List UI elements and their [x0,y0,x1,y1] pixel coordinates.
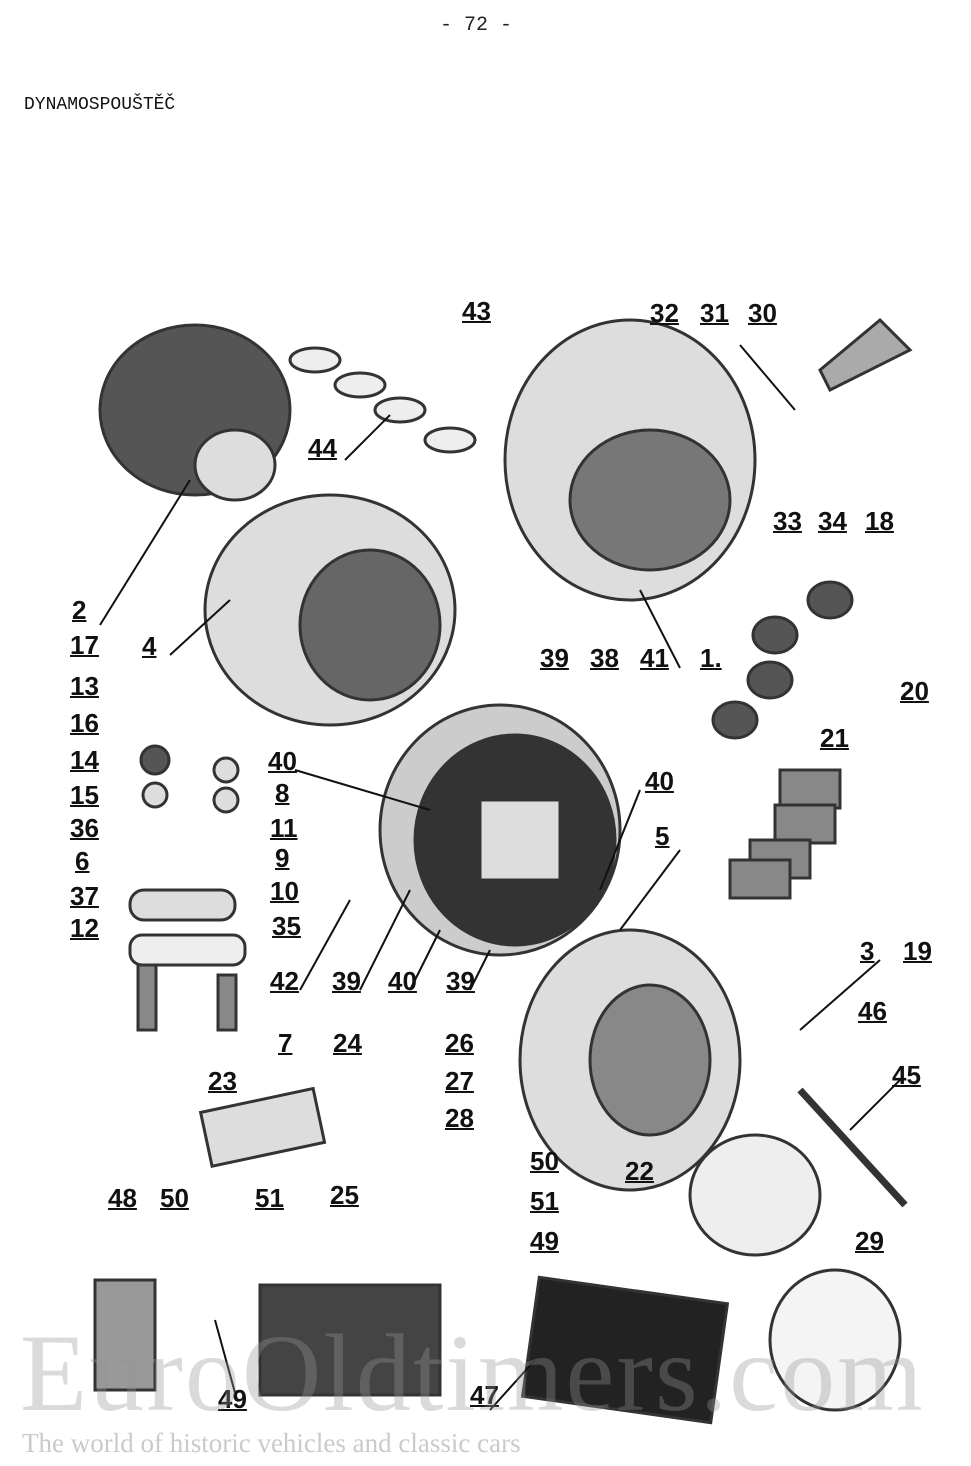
callout-label: 49 [530,1226,559,1256]
callout-label: 51 [255,1183,284,1213]
callout-label: 38 [590,643,619,673]
callout-label: 32 [650,298,679,328]
regulator-cover [520,1275,730,1425]
callout-label: 6 [75,846,90,876]
armature-end [193,428,277,502]
callout-label: 15 [70,780,99,810]
callout-label: 33 [773,506,802,536]
callout-label: 3 [860,936,875,966]
callout-label: 35 [272,911,301,941]
end-housing-1-inner [568,428,732,572]
callout-label: 27 [445,1066,474,1096]
callout-label: 11 [270,813,298,843]
callout-label: 12 [70,913,99,943]
callout-label: 9 [275,843,290,873]
callout-label: 40 [268,746,297,776]
callout-label: 4 [142,631,157,661]
cover-22 [688,1133,822,1257]
cover-29 [768,1268,902,1412]
callout-label: 50 [530,1146,559,1176]
end-housing-5-inner [588,983,712,1137]
callout-label: 21 [820,723,849,753]
callout-label: 42 [270,966,299,996]
callout-label: 44 [308,433,337,463]
capacitor [198,1086,327,1169]
callout-label: 40 [388,966,417,996]
callout-label: 36 [70,813,99,843]
callout-label: 23 [208,1066,237,1096]
callout-label: 41 [640,643,669,673]
callout-label: 50 [160,1183,189,1213]
callout-label: 16 [70,708,99,738]
insulator-37 [128,933,247,967]
screw-12 [136,963,158,1032]
callout-label: 29 [855,1226,884,1256]
callout-label: 22 [625,1156,654,1186]
bolt-45 [797,1087,908,1208]
callout-label: 45 [892,1060,921,1090]
page-number: - 72 - [440,14,513,37]
callout-label: 47 [470,1380,499,1410]
screw-7 [216,973,238,1032]
callout-label: 39 [540,643,569,673]
callout-label: 17 [70,630,99,660]
callout-label: 31 [700,298,729,328]
callout-label: 40 [645,766,674,796]
regulator [258,1283,442,1397]
callout-label: 46 [858,996,887,1026]
callout-label: 14 [70,745,99,775]
callout-label: 20 [900,676,929,706]
part-48 [93,1278,157,1392]
watermark-logo: EuroOldtimers.com [20,1312,925,1434]
callout-label: 49 [218,1384,247,1414]
callout-label: 18 [865,506,894,536]
page-title: DYNAMOSPOUŠTĚČ [24,95,176,115]
callout-label: 10 [270,876,299,906]
callout-label: 8 [275,778,290,808]
callout-label: 28 [445,1103,474,1133]
callout-label: 13 [70,671,99,701]
callout-label: 51 [530,1186,559,1216]
callout-label: 34 [818,506,847,536]
callout-label: 1. [700,643,722,673]
callout-label: 7 [278,1028,293,1058]
callout-label: 43 [462,296,491,326]
leader-lines [99,344,901,1411]
callout-label: 39 [332,966,361,996]
callout-label: 19 [903,936,932,966]
callout-label: 30 [748,298,777,328]
watermark-tagline: The world of historic vehicles and class… [22,1428,521,1458]
callout-label: 2 [72,595,87,625]
end-housing-4-inner [298,548,442,702]
callout-label: 37 [70,881,99,911]
callout-label: 25 [330,1180,359,1210]
callout-label: 26 [445,1028,474,1058]
pole-shoe [478,798,562,882]
callout-label: 48 [108,1183,137,1213]
callout-label: 5 [655,821,670,851]
callout-label: 39 [446,966,475,996]
callout-label: 24 [333,1028,362,1058]
terminal-plate-6 [128,888,237,922]
